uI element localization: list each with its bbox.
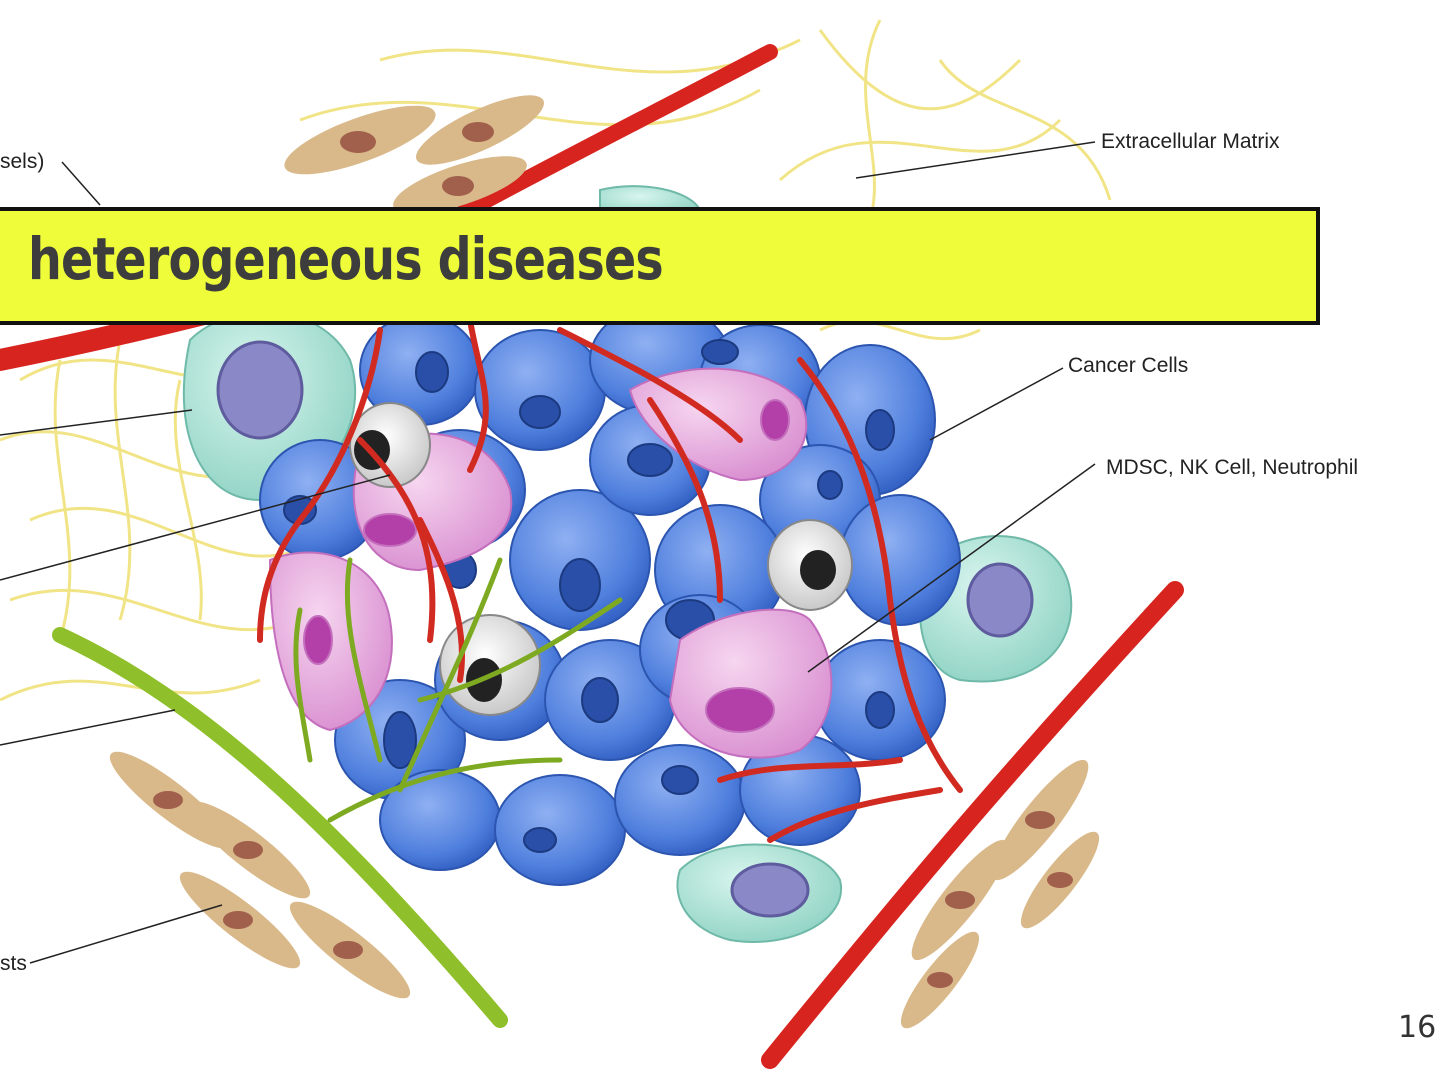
label-cancer-cells: Cancer Cells	[1068, 354, 1188, 378]
slide-number: 16	[1398, 1010, 1436, 1045]
label-fibroblasts: sts	[0, 952, 27, 976]
label-extracellular-matrix: Extracellular Matrix	[1101, 130, 1280, 154]
title-banner: heterogeneous diseases	[0, 207, 1320, 325]
label-vessels: sels)	[0, 150, 44, 174]
slide-title: heterogeneous diseases	[28, 225, 663, 293]
label-immune-cells: MDSC, NK Cell, Neutrophil	[1106, 456, 1358, 480]
